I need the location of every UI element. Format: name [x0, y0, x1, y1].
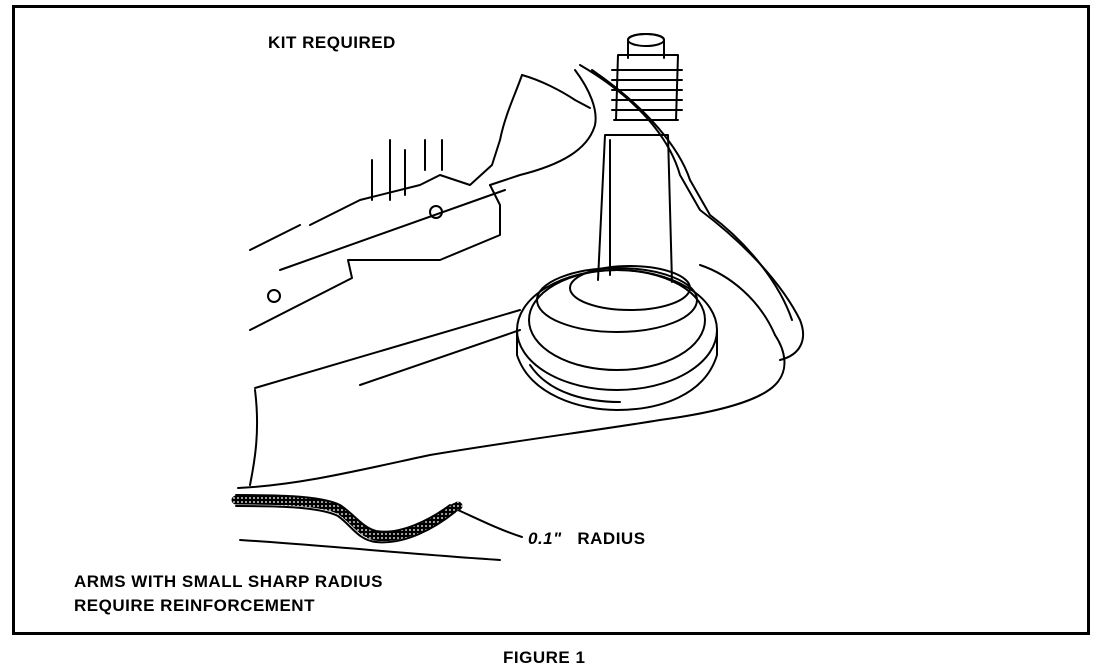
arm-plate	[237, 64, 805, 489]
ball-joint-stud	[597, 33, 683, 283]
figure-caption: FIGURE 1	[503, 648, 586, 667]
arm-cross-section	[231, 494, 501, 561]
reinforcement-note: ARMS WITH SMALL SHARP RADIUS REQUIRE REI…	[74, 570, 383, 618]
figure-frame	[12, 5, 1090, 635]
radius-callout: 0.1" RADIUS	[528, 529, 646, 549]
note-line-2: REQUIRE REINFORCEMENT	[74, 596, 315, 615]
note-line-1: ARMS WITH SMALL SHARP RADIUS	[74, 572, 383, 591]
frame-bracket	[249, 69, 597, 331]
radius-value: 0.1"	[528, 529, 562, 548]
kit-required-label: KIT REQUIRED	[268, 33, 396, 52]
ball-joint-boot	[516, 265, 718, 411]
radius-leader-line	[457, 509, 523, 538]
radius-text: RADIUS	[577, 529, 646, 548]
